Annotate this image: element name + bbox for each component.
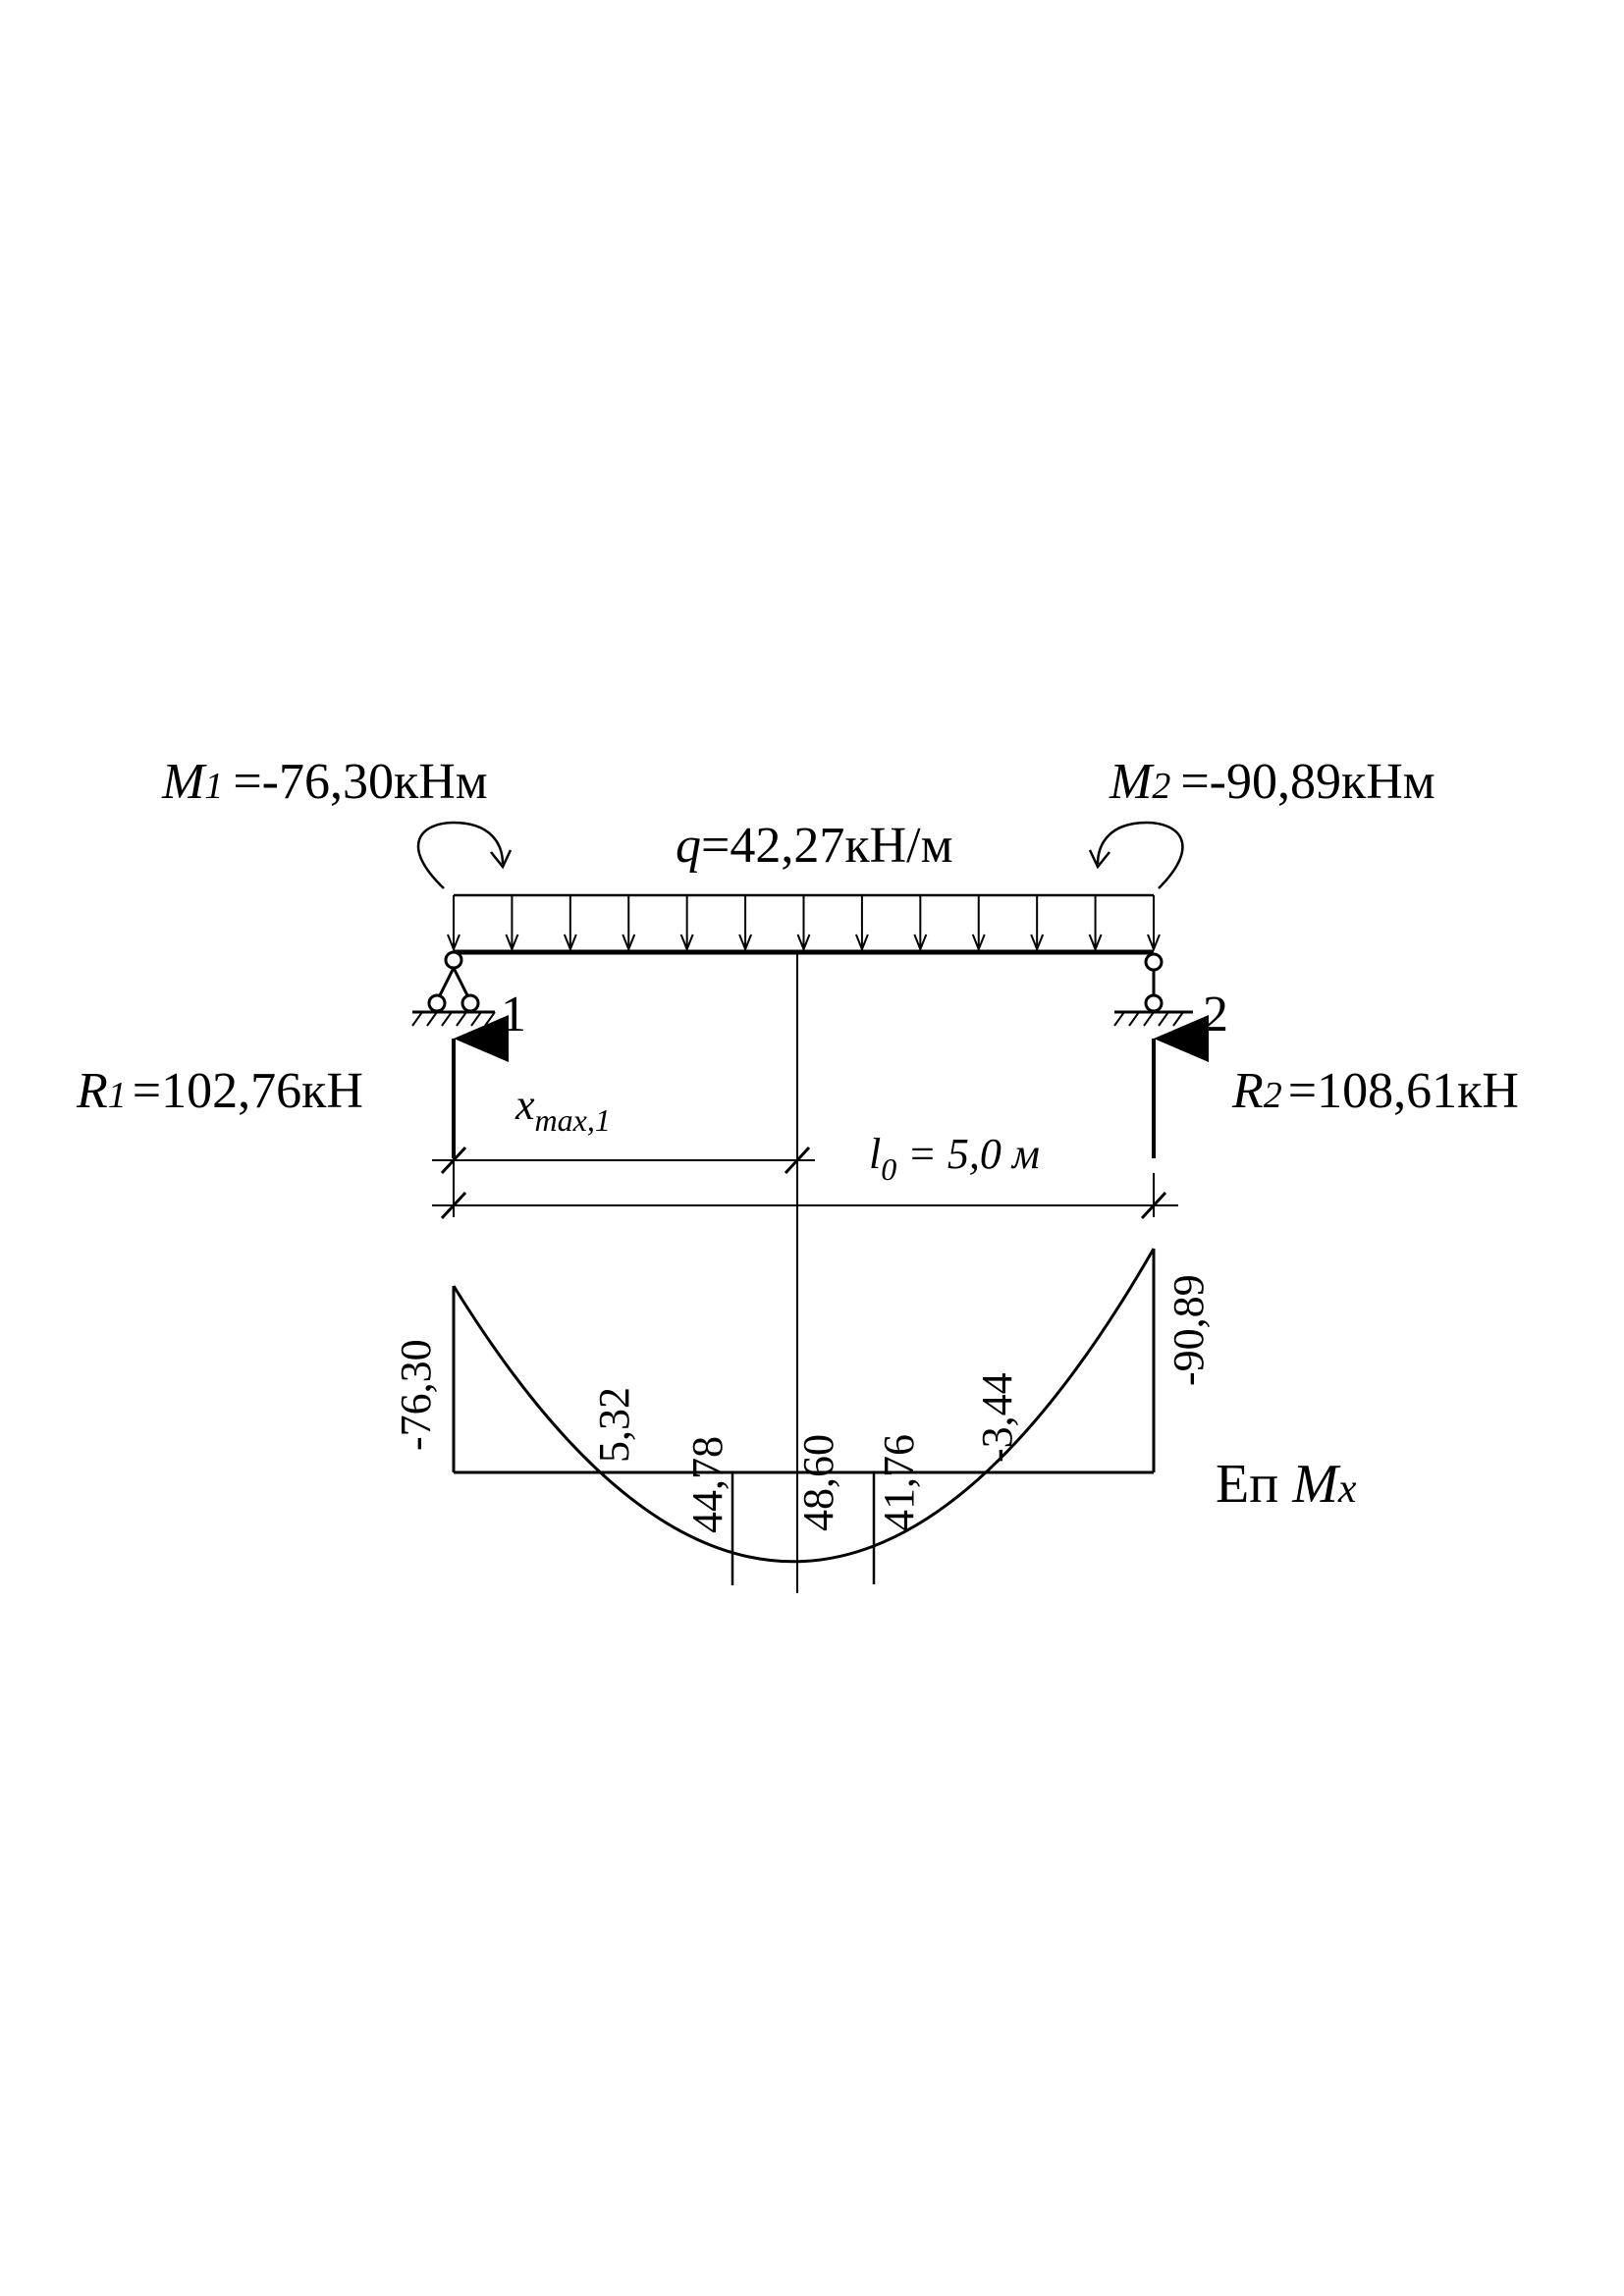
- moment-left-label: M1=-76,30кНм: [161, 754, 488, 810]
- load-arrow-head: [913, 934, 928, 952]
- moment-right-label: M2=-90,89кНм: [1109, 754, 1435, 810]
- moment-right-arrow: [1096, 821, 1184, 889]
- load-arrow-head: [1088, 934, 1103, 952]
- load-arrow-head: [971, 934, 986, 952]
- load-arrow-head: [679, 934, 694, 952]
- load-arrows: [447, 895, 1161, 952]
- support-left-label: 1: [501, 987, 526, 1042]
- value-v1: 5,32: [590, 1387, 638, 1463]
- moment-left-arrow: [416, 821, 505, 889]
- value-v5: -3,44: [973, 1372, 1021, 1463]
- moment-diagram: [452, 1248, 1156, 1585]
- dimension-span-label: l0 = 5,0 м: [869, 1130, 1040, 1187]
- load-arrow-head: [505, 934, 519, 952]
- value-v3: 48,60: [794, 1434, 842, 1531]
- load-arrow-head: [447, 934, 460, 952]
- dimension-xmax-label: xmax,1: [514, 1081, 611, 1138]
- support-left: [411, 950, 496, 1027]
- support-right: [1113, 952, 1193, 1027]
- value-right-end: -90,89: [1164, 1274, 1213, 1386]
- load-arrow-head: [796, 934, 811, 952]
- dimension-xmax: [432, 1129, 815, 1175]
- value-v2: 44,78: [683, 1436, 731, 1533]
- moment-curve: [452, 1248, 1156, 1564]
- load-arrow-head: [563, 934, 577, 952]
- load-arrow-head: [738, 934, 753, 952]
- reaction-right-label: R2=108,61кН: [1231, 1063, 1519, 1119]
- support-right-label: 2: [1203, 987, 1228, 1042]
- load-arrow-head: [854, 934, 869, 952]
- value-left-end: -76,30: [392, 1339, 440, 1451]
- load-label: q=42,27кН/м: [676, 818, 953, 874]
- load-arrow-head: [622, 934, 636, 952]
- value-v4: 41,76: [875, 1434, 923, 1531]
- load-arrow-head: [1147, 934, 1161, 952]
- reaction-left-label: R1=102,76кН: [76, 1063, 363, 1119]
- load-arrow-head: [1030, 934, 1045, 952]
- dimension-span: [432, 1173, 1178, 1220]
